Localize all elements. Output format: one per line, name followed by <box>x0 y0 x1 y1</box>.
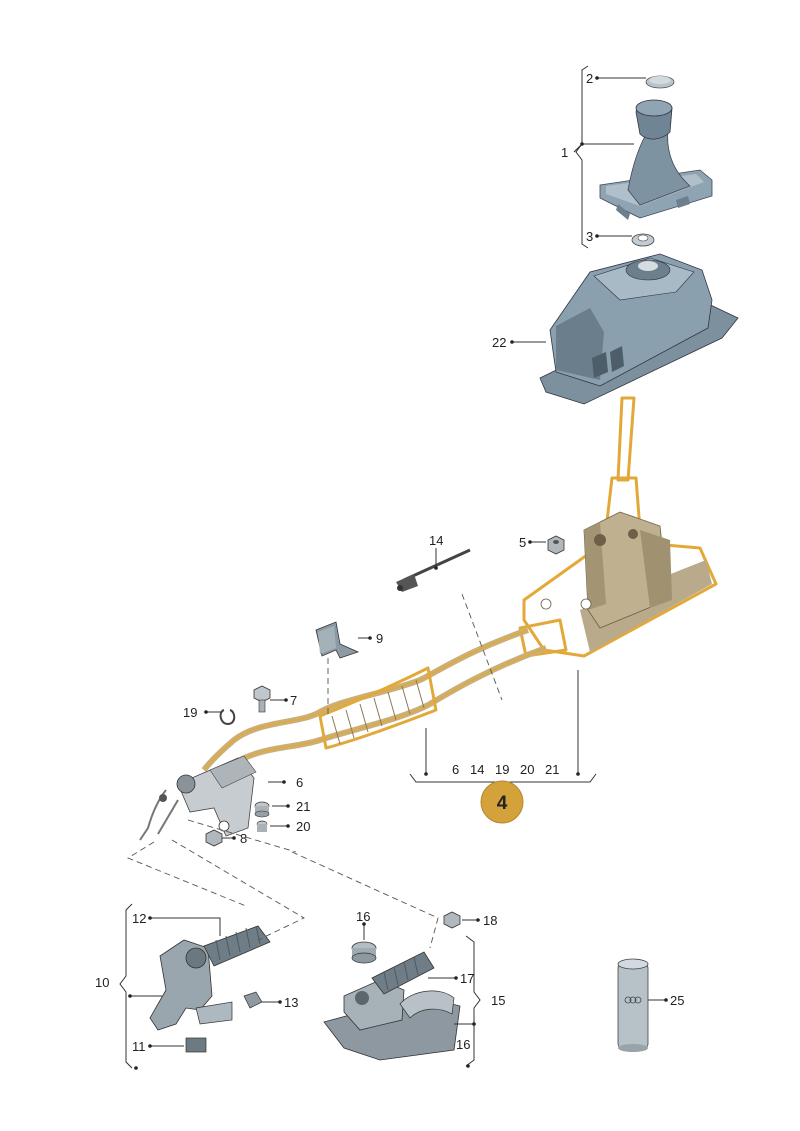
part-14-cable-tie <box>396 548 471 592</box>
assembly-part-20: 20 <box>520 762 534 777</box>
part-15-lever-assembly <box>323 951 461 1061</box>
part-10-lever-assembly <box>149 925 271 1031</box>
assembly-part-21: 21 <box>545 762 559 777</box>
part-21-bushing <box>254 801 270 818</box>
assembly-badge-number: 4 <box>497 793 508 814</box>
callout-12: 12 <box>132 911 146 926</box>
part-16-bushing <box>351 941 377 964</box>
part-3-ring <box>631 233 655 247</box>
part-1-shift-knob-boot <box>599 99 713 220</box>
part-11-clip <box>185 1037 207 1053</box>
part-4-selector-mechanism-assembly <box>139 396 718 841</box>
part-20-sleeve <box>256 820 268 832</box>
leader-lines <box>130 77 666 1047</box>
assembly-4-badge: 4 <box>480 780 524 824</box>
callout-15: 15 <box>491 993 505 1008</box>
callout-6: 6 <box>296 775 303 790</box>
callout-13: 13 <box>284 995 298 1010</box>
part-18-nut <box>443 911 461 929</box>
part-2-cap <box>645 75 675 89</box>
callout-22: 22 <box>492 335 506 350</box>
bracket-group-15 <box>465 935 481 1067</box>
part-19-circlip <box>219 709 236 726</box>
callout-11: 11 <box>132 1039 146 1054</box>
callout-9: 9 <box>376 631 383 646</box>
callout-5: 5 <box>519 535 526 550</box>
bracket-group-10 <box>119 903 133 1069</box>
assembly-4-part-list: 6 14 19 20 21 <box>452 762 559 777</box>
part-25-lubricant-tube <box>617 958 649 1052</box>
callout-21: 21 <box>296 799 310 814</box>
callout-8: 8 <box>240 831 247 846</box>
callout-10: 10 <box>95 975 109 990</box>
callout-17: 17 <box>460 971 474 986</box>
callout-14-top: 14 <box>429 533 443 548</box>
dashed-guide-lines <box>127 593 503 949</box>
assembly-part-6: 6 <box>452 762 459 777</box>
callout-20: 20 <box>296 819 310 834</box>
callout-16-bottom: 16 <box>456 1037 470 1052</box>
part-8-nut <box>205 829 223 847</box>
callout-labels: 2 1 3 22 5 14 9 7 19 6 21 20 8 12 10 13 … <box>95 71 684 1054</box>
callout-16-top: 16 <box>356 909 370 924</box>
part-9-bracket <box>315 621 360 659</box>
callout-18: 18 <box>483 913 497 928</box>
bracket-group-1 <box>575 65 589 249</box>
part-5-nut <box>547 535 565 555</box>
part-7-bolt <box>253 685 271 713</box>
part-22-housing-cover <box>539 253 739 405</box>
callout-2: 2 <box>586 71 593 86</box>
callout-25: 25 <box>670 993 684 1008</box>
callout-7: 7 <box>290 693 297 708</box>
leader-dots <box>128 76 668 1070</box>
assembly-part-14: 14 <box>470 762 484 777</box>
callout-3: 3 <box>586 229 593 244</box>
assembly-part-19: 19 <box>495 762 509 777</box>
part-13-clip <box>243 991 263 1009</box>
callout-19: 19 <box>183 705 197 720</box>
callout-1: 1 <box>561 145 568 160</box>
